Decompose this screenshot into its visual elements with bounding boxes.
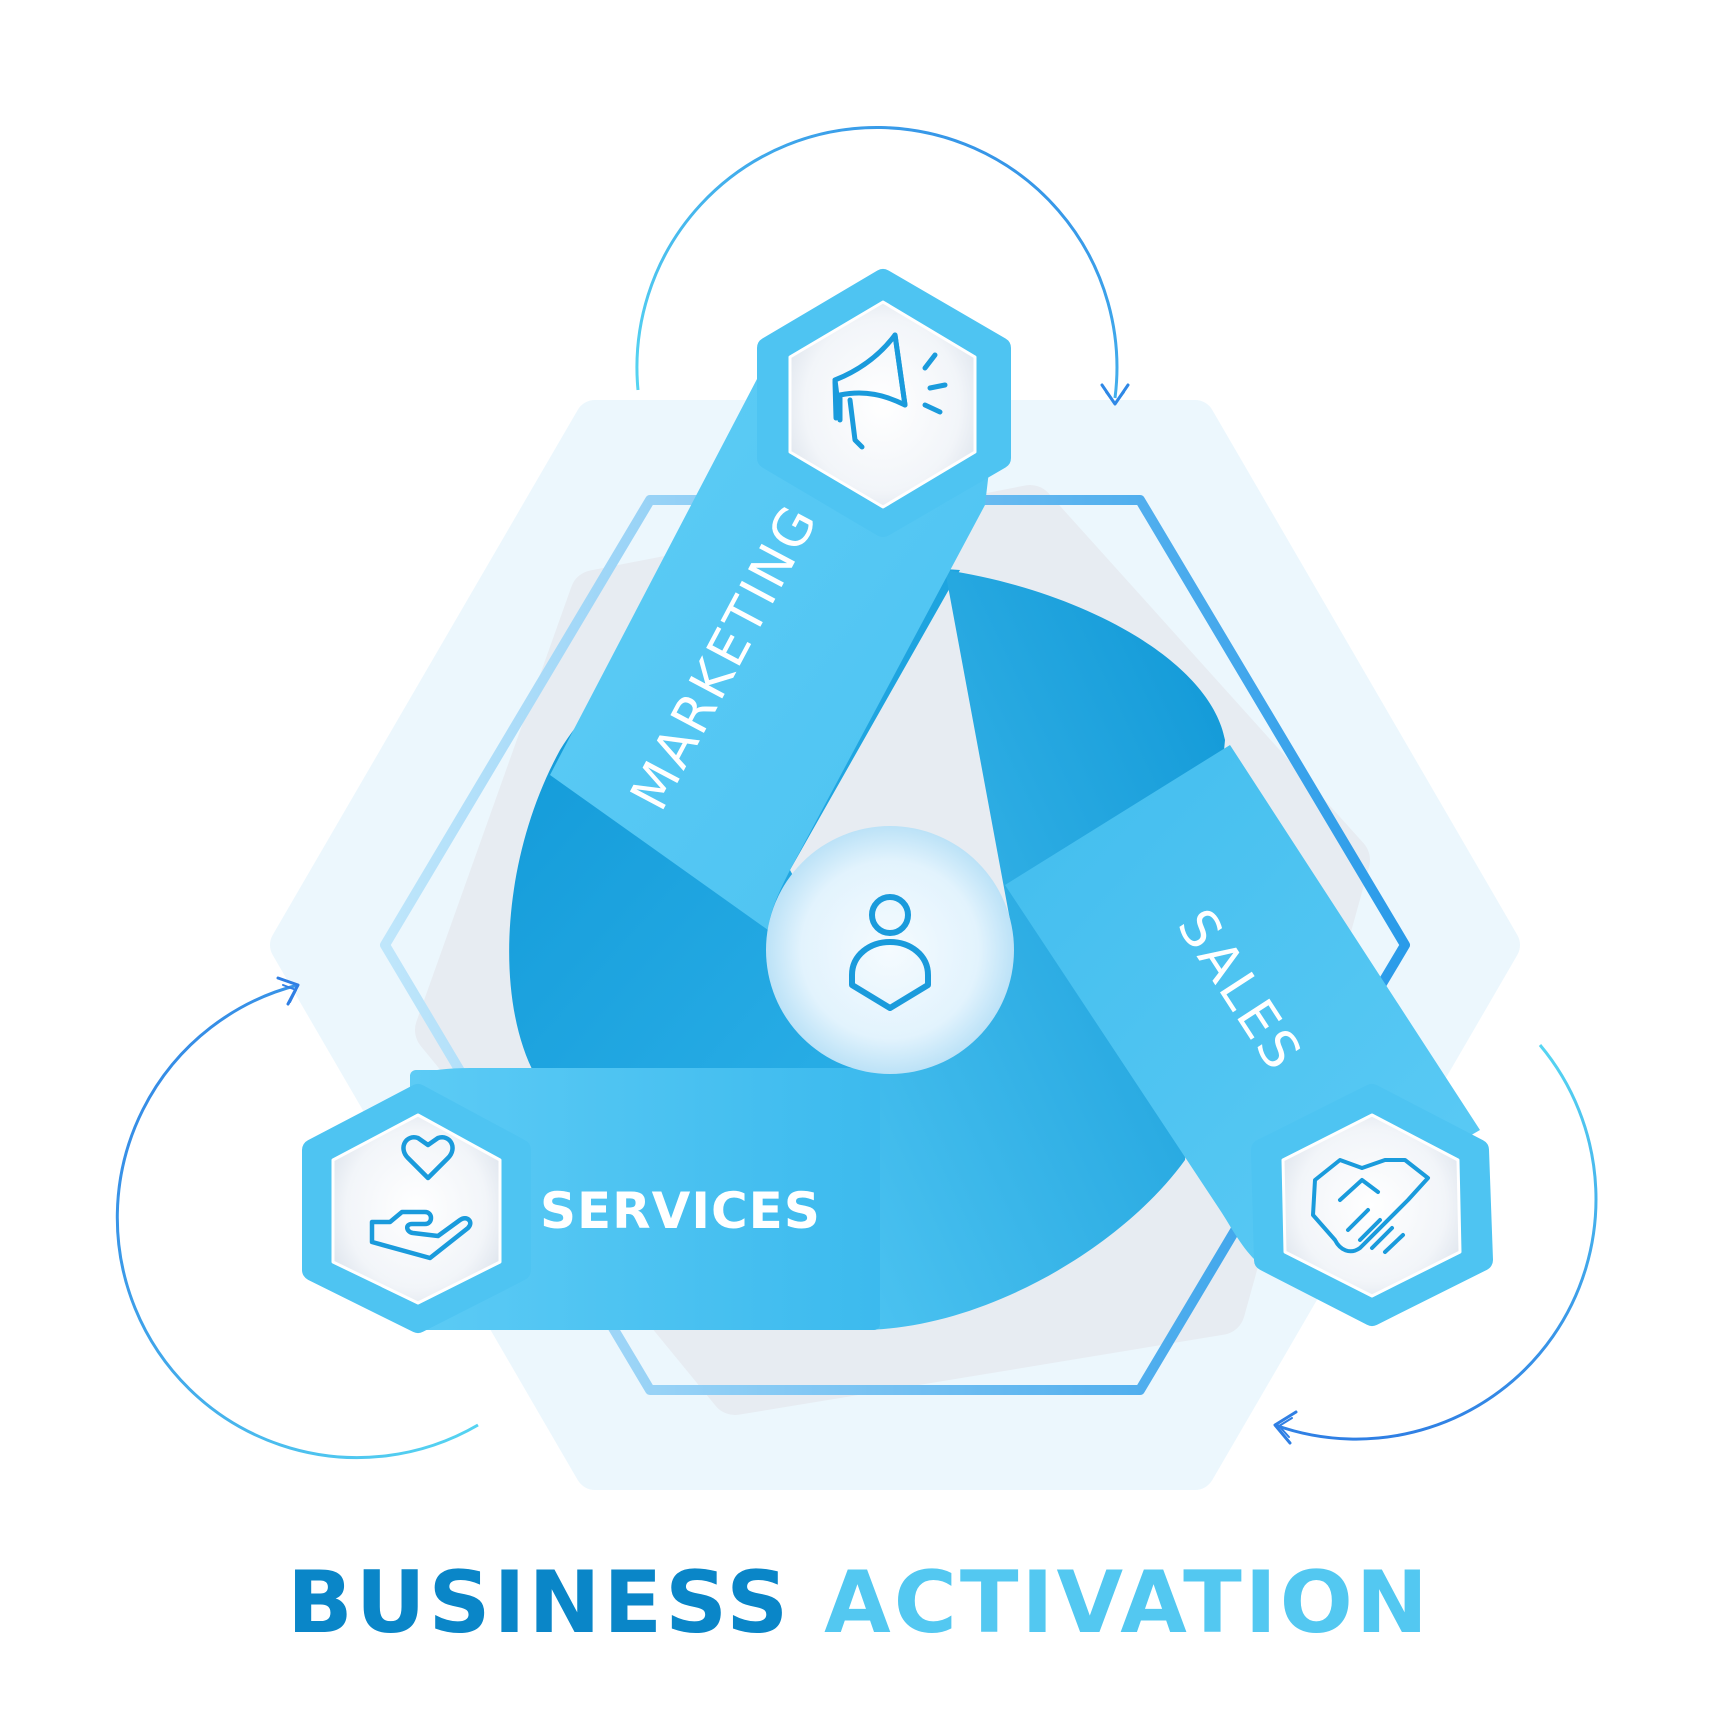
handshake-icon	[1311, 1158, 1430, 1254]
sales-hexagon-tile	[1251, 1084, 1493, 1326]
arrow-left	[115, 976, 479, 1460]
frame-hexagon	[380, 495, 1410, 1395]
arrow-top	[635, 126, 1130, 406]
arrow-right	[1273, 1044, 1598, 1445]
marketing-hexagon-tile	[757, 269, 1011, 537]
hand-heart-icon	[369, 1135, 473, 1261]
caption-word-activation: ACTIVATION	[824, 1553, 1431, 1653]
diagram-caption: BUSINESS ACTIVATION	[0, 1560, 1718, 1646]
caption-word-business: BUSINESS	[287, 1553, 792, 1653]
services-hexagon-tile	[302, 1084, 531, 1333]
dark-lobe-right	[860, 570, 1225, 1330]
segment-label-services: SERVICES	[540, 1182, 821, 1240]
megaphone-icon	[832, 332, 948, 450]
user-icon	[849, 894, 931, 1011]
center-circle	[766, 826, 1014, 1074]
